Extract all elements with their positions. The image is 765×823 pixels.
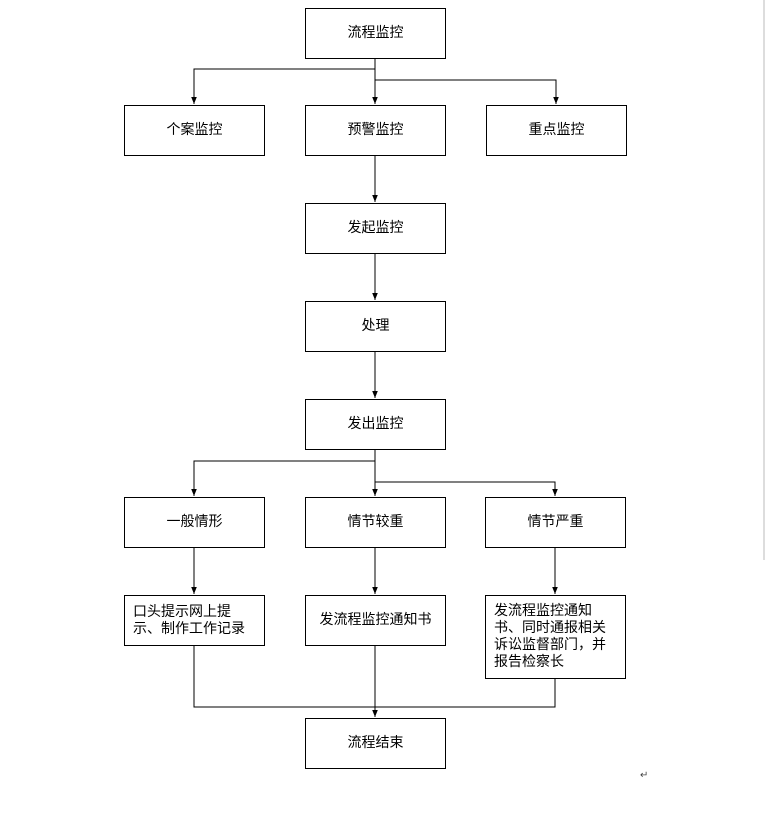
node-start: 流程监控 <box>305 8 446 59</box>
node-initiate-monitoring: 发起监控 <box>305 203 446 254</box>
node-action-serious: 发流程监控通知书 <box>305 595 446 646</box>
node-case-monitoring: 个案监控 <box>124 105 265 156</box>
node-warning-monitoring: 预警监控 <box>305 105 446 156</box>
node-key-monitoring: 重点监控 <box>486 105 627 156</box>
node-issue-monitoring: 发出监控 <box>305 399 446 450</box>
node-end: 流程结束 <box>305 718 446 769</box>
arrow-issue-to-general <box>191 460 375 496</box>
paragraph-mark: ↵ <box>640 770 649 781</box>
page-edge <box>763 0 765 560</box>
node-action-severe: 发流程监控通知书、同时通报相关诉讼监督部门，并报告检察长 <box>485 595 626 679</box>
node-severe-case: 情节严重 <box>485 497 626 548</box>
node-action-general: 口头提示网上提示、制作工作记录 <box>124 595 265 646</box>
node-general-case: 一般情形 <box>124 497 265 548</box>
node-serious-case: 情节较重 <box>305 497 446 548</box>
arrow-start-to-case <box>191 68 375 104</box>
arrow-start-to-key <box>375 79 559 104</box>
node-process: 处理 <box>305 301 446 352</box>
arrow-issue-to-severe <box>375 481 558 496</box>
